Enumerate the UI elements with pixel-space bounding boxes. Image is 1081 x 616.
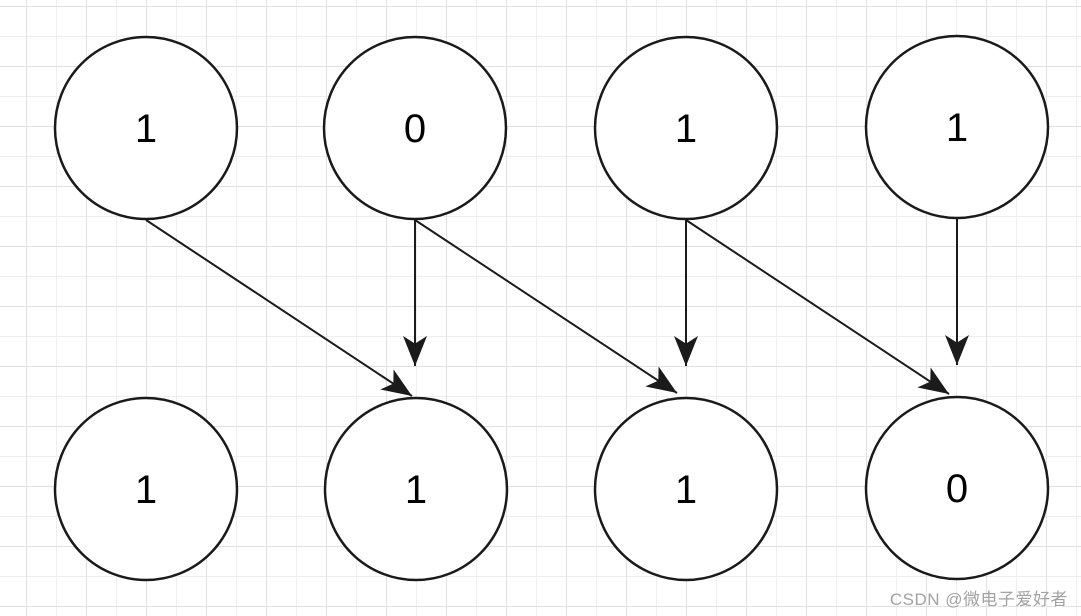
node-circle-bottom-3 (593, 396, 779, 582)
node-bottom-2: 1 (323, 396, 509, 582)
edge-layer (145, 219, 969, 397)
node-label-top-3: 1 (675, 107, 697, 151)
node-top-2: 0 (322, 35, 508, 221)
node-label-bottom-1: 1 (135, 468, 157, 512)
node-circle-bottom-2 (323, 396, 509, 582)
node-label-top-1: 1 (135, 107, 157, 151)
node-layer: 1 0 1 1 1 1 1 0 (53, 34, 1050, 582)
node-circle-bottom-4 (864, 395, 1050, 581)
node-top-4: 1 (864, 34, 1050, 220)
node-label-bottom-2: 1 (405, 468, 427, 512)
node-circle-bottom-1 (53, 396, 239, 582)
arrow-top-3-to-bottom-4 (685, 219, 950, 395)
node-top-1: 1 (53, 35, 239, 221)
node-top-3: 1 (593, 35, 779, 221)
node-circle-top-2 (322, 35, 508, 221)
node-label-top-4: 1 (946, 106, 968, 150)
arrow-top-1-to-bottom-2 (145, 219, 413, 397)
node-bottom-3: 1 (593, 396, 779, 582)
node-label-top-2: 0 (404, 107, 426, 151)
node-bottom-4: 0 (864, 395, 1050, 581)
node-circle-top-4 (864, 34, 1050, 220)
arrow-top-2-to-bottom-3 (414, 219, 678, 394)
watermark-text: CSDN @微电子爱好者 (889, 590, 1068, 609)
node-bottom-1: 1 (53, 396, 239, 582)
node-label-bottom-4: 0 (946, 467, 968, 511)
node-circle-top-1 (53, 35, 239, 221)
node-label-bottom-3: 1 (675, 468, 697, 512)
node-circle-top-3 (593, 35, 779, 221)
